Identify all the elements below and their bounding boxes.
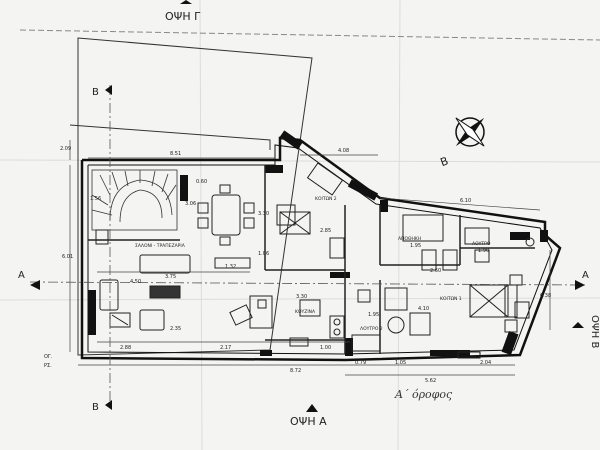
room-bath: ΛΟΥΤΡΟ	[472, 241, 491, 247]
room-bedroom1: ΚΟΙΤΩΝ 1	[440, 296, 462, 302]
facade-bottom-label: ΟΨΗ Α	[290, 415, 327, 428]
level-ps: ΡΣ.	[44, 363, 52, 369]
dim-bottom-f: 2.04	[480, 360, 491, 366]
dim-bath2-w: 1.95	[368, 312, 379, 318]
dim-kitchen-h: 3.30	[296, 294, 307, 300]
kitchen-furniture	[249, 295, 345, 347]
wall-segments	[88, 130, 548, 356]
dining-table	[197, 184, 255, 246]
dim-stair-h: 3.06	[185, 201, 196, 207]
dim-hall: 1.06	[258, 251, 269, 257]
property-boundary-top	[19, 29, 600, 41]
section-b-top: B	[92, 87, 99, 98]
dim-kitchen-w: 2.35	[170, 326, 181, 332]
level-og: ΟΓ.	[44, 354, 53, 360]
room-bedroom2: ΚΟΙΤΩΝ 2	[315, 196, 337, 202]
balcony-outline	[69, 124, 271, 150]
facade-right-label: ΟΨΗ Β	[589, 315, 600, 348]
dim-living-d: 4.50	[130, 279, 141, 285]
dim-bed2-h: 3.30	[258, 211, 269, 217]
dimension-lines	[69, 140, 551, 376]
dim-bed1-w: 2.60	[430, 268, 441, 274]
dim-corr-w: 0.60	[196, 179, 207, 185]
dim-top-left: 8.51	[170, 151, 181, 157]
dim-left-lower: 6.01	[62, 254, 73, 260]
bath2-fixtures	[351, 287, 431, 352]
dim-right-side: 6.38	[540, 293, 551, 299]
north-letter: B	[439, 154, 451, 169]
dim-bed1-h: 4.10	[418, 306, 429, 312]
section-markers	[30, 0, 585, 412]
interior-walls	[88, 165, 535, 354]
dim-living-w: 3.75	[165, 274, 176, 280]
dim-bottom-e: 1.05	[395, 360, 406, 366]
dim-bed2-w: 2.85	[320, 228, 331, 234]
building-outer-walls	[80, 136, 562, 362]
facade-top-label: ΟΨΗ Γ	[165, 10, 201, 23]
dim-bottom-a: 2.88	[120, 345, 131, 351]
dim-bath-w: 1.90	[478, 248, 489, 254]
dim-bottom-c: 1.00	[320, 345, 331, 351]
dim-cell: 1.32	[225, 264, 236, 270]
section-a-right: A	[582, 270, 589, 281]
room-storage: ΑΠΟΘΗΚΗ	[398, 236, 421, 242]
dim-storage-w: 1.95	[410, 243, 421, 249]
staircase	[91, 169, 178, 231]
room-bath2: ΛΟΥΤΡΟ 2	[360, 326, 383, 332]
room-kitchen: ΚΟΥΖΙΝΑ	[295, 309, 316, 315]
dim-left-upper: 2.09	[60, 146, 71, 152]
dim-top-right: 6.10	[460, 198, 471, 204]
north-arrow-icon	[455, 117, 485, 147]
dim-bottom-d: 0.79	[355, 360, 366, 366]
section-a-left: A	[18, 270, 25, 281]
dim-bottom-b: 2.17	[220, 345, 231, 351]
dimension-labels: 8.51 4.08 6.10 8.72 5.62 2.88 2.17 1.00 …	[44, 146, 551, 384]
plot-outline	[77, 37, 313, 356]
signature-text: Α΄ όροφος	[394, 388, 453, 401]
bath-fixtures	[402, 214, 535, 271]
bedroom2-furniture	[276, 162, 345, 259]
room-living: ΣΑΛΟΝΙ - ΤΡΑΠΕΖΑΡΙΑ	[135, 243, 186, 249]
dim-bottom-right: 5.62	[425, 378, 436, 384]
section-b-bottom: B	[92, 402, 99, 413]
dim-top-mid: 4.08	[338, 148, 349, 154]
bedroom1-bed	[457, 274, 530, 359]
dim-left-ax: 1.56	[90, 196, 101, 202]
section-lines	[29, 85, 586, 405]
dim-bottom-total: 8.72	[290, 368, 301, 374]
